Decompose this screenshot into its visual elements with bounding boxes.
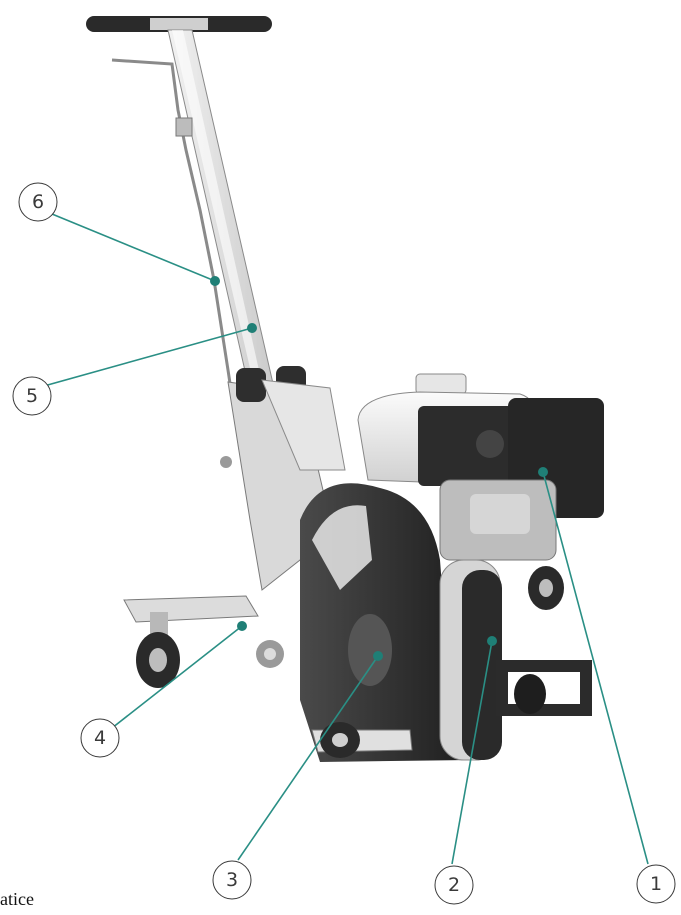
- callout-1-number: 1: [650, 873, 662, 895]
- rear-frame: [496, 660, 592, 716]
- leader-lines: [43, 213, 649, 865]
- anchor-dots: [210, 276, 548, 661]
- callout-6: 6: [18, 182, 58, 222]
- callout-5-number: 5: [26, 385, 38, 407]
- guard-cover: [256, 640, 413, 758]
- leader-1: [542, 471, 649, 865]
- machine-illustration: [86, 16, 604, 762]
- callout-4: 4: [80, 718, 120, 758]
- leader-3: [237, 655, 379, 861]
- leader-5: [43, 327, 253, 387]
- anchor-dot-1: [538, 467, 548, 477]
- callout-5: 5: [12, 376, 52, 416]
- anchor-dot-4: [237, 621, 247, 631]
- handle-grip: [86, 16, 272, 32]
- anchor-dot-3: [373, 651, 383, 661]
- callout-4-number: 4: [94, 727, 106, 749]
- leader-2: [451, 640, 493, 865]
- callout-2: 2: [434, 865, 474, 905]
- callout-2-number: 2: [448, 874, 460, 896]
- callout-1: 1: [636, 864, 676, 904]
- callout-3-number: 3: [226, 869, 238, 891]
- front-caster: [123, 595, 259, 688]
- throttle-lever: [111, 58, 242, 451]
- callout-6-number: 6: [32, 191, 44, 213]
- leader-4: [111, 625, 243, 729]
- anchor-dot-6: [210, 276, 220, 286]
- leader-6: [51, 213, 216, 282]
- anchor-dot-5: [247, 323, 257, 333]
- blade-guard: [300, 483, 502, 762]
- callout-3: 3: [212, 860, 252, 900]
- engine: [357, 373, 604, 610]
- anchor-dot-2: [487, 636, 497, 646]
- figure-caption: atice: [0, 889, 34, 909]
